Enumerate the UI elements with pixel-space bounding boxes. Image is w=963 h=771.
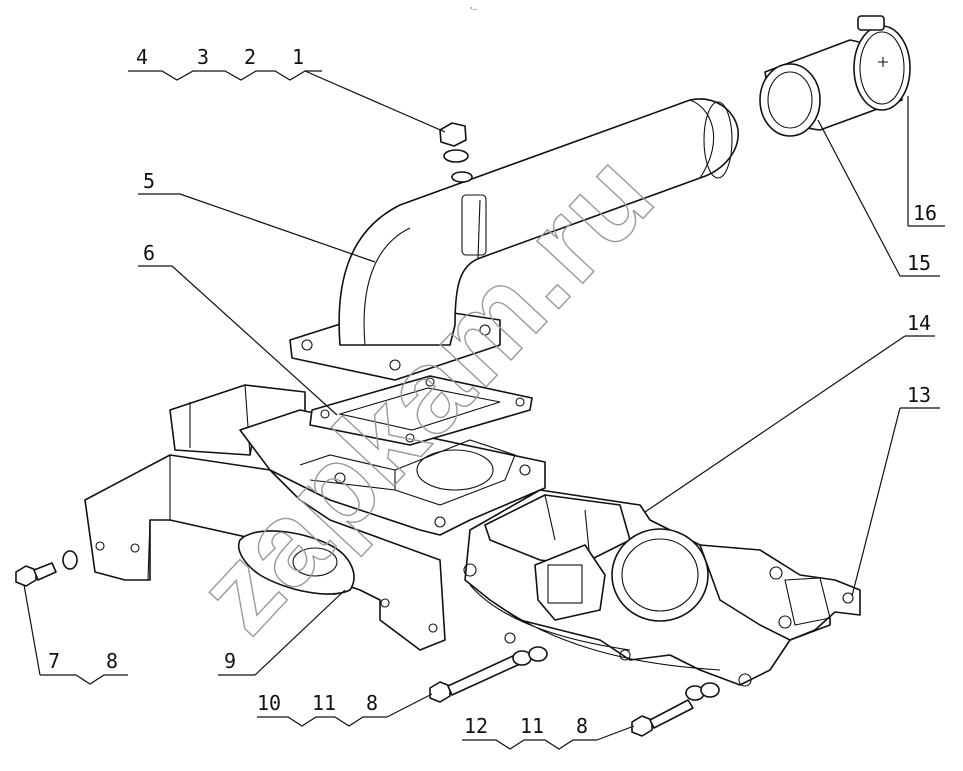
- callout-8-a: 8: [106, 649, 118, 673]
- callout-9: 9: [224, 649, 236, 673]
- callout-7: 7: [48, 649, 60, 673]
- callout-15: 15: [907, 251, 931, 275]
- callout-1: 1: [292, 45, 304, 69]
- gasket-part: [309, 375, 533, 446]
- bolt-12: [631, 682, 720, 737]
- callout-4: 4: [136, 45, 148, 69]
- callout-8-b: 8: [366, 691, 378, 715]
- elbow-pipe-part: [289, 98, 739, 381]
- callout-11-a: 11: [312, 691, 336, 715]
- bolt-7: [15, 550, 78, 587]
- callout-2: 2: [244, 45, 256, 69]
- callout-3: 3: [197, 45, 209, 69]
- callout-16: 16: [913, 201, 937, 225]
- callout-10: 10: [257, 691, 281, 715]
- callout-labels: 4 3 2 1 5 6 7 8 9 10 11 8 12 11 8 13 14 …: [48, 45, 937, 738]
- callout-14: 14: [907, 311, 931, 335]
- callout-6: 6: [143, 241, 155, 265]
- leader-lines: [23, 70, 945, 750]
- bolt-10: [429, 646, 548, 703]
- tiny-mark: °—: [470, 7, 478, 13]
- callout-5: 5: [143, 169, 155, 193]
- manifold-assembly: [84, 384, 861, 687]
- clamp-part: [853, 15, 911, 111]
- callout-13: 13: [907, 383, 931, 407]
- callout-8-c: 8: [576, 714, 588, 738]
- callout-12: 12: [464, 714, 488, 738]
- callout-11-b: 11: [520, 714, 544, 738]
- fastener-stack: [439, 122, 473, 183]
